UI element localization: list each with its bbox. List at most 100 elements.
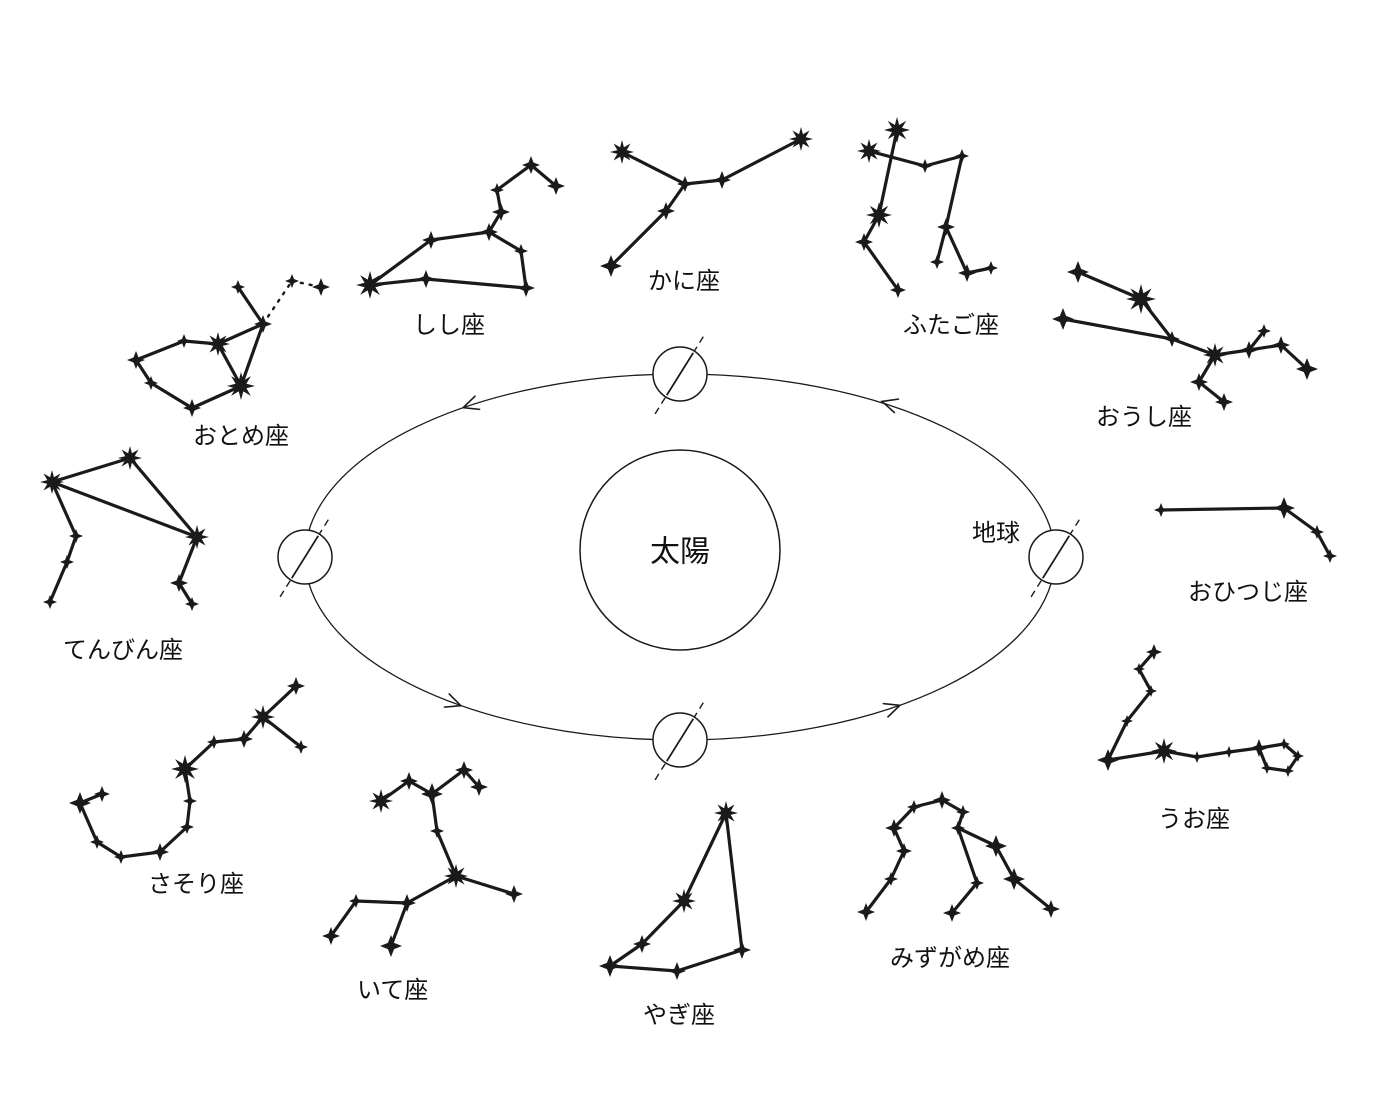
star: [118, 446, 142, 470]
constellation-line: [877, 128, 899, 217]
star: [1250, 739, 1268, 757]
star: [1215, 393, 1233, 411]
constellation-line: [1106, 749, 1166, 762]
star: [1223, 746, 1235, 758]
star: [937, 218, 955, 236]
star: [94, 786, 110, 802]
star: [1133, 663, 1145, 675]
orbit-direction-arrow-1: [461, 395, 481, 411]
constellation-leo: しし座: [356, 156, 565, 339]
constellation-label: やぎ座: [643, 1002, 715, 1029]
star: [1278, 738, 1290, 750]
star: [984, 261, 998, 275]
star: [43, 595, 57, 609]
constellation-line: [867, 149, 927, 168]
orbit-direction-arrow-4: [882, 702, 902, 718]
star: [1003, 868, 1025, 890]
constellation-line: [454, 874, 516, 896]
constellation-virgo: おとめ座: [127, 274, 330, 450]
earth-position-3: [277, 516, 333, 598]
star: [866, 202, 892, 228]
star: [599, 955, 621, 977]
constellation-line: [487, 230, 523, 253]
star: [958, 264, 976, 282]
constellation-line: [1197, 380, 1226, 404]
star: [207, 735, 221, 749]
earth-axis-dashed: [654, 333, 706, 415]
constellation-label: かに座: [648, 268, 720, 295]
star: [1042, 900, 1060, 918]
constellation-line: [950, 881, 979, 915]
star: [180, 820, 194, 834]
constellation-line: [50, 480, 199, 539]
star: [547, 177, 565, 195]
constellation-line: [675, 948, 744, 973]
star: [1191, 751, 1203, 763]
orbit-direction-arrow-3: [443, 693, 463, 708]
constellation-label: おとめ座: [193, 423, 289, 450]
constellation-line: [608, 942, 644, 968]
constellation-line: [956, 826, 998, 848]
constellation-label: おうし座: [1096, 404, 1192, 431]
earth-axis-dashed: [279, 516, 331, 598]
star: [69, 792, 91, 814]
constellation-line: [236, 285, 265, 326]
star: [918, 159, 932, 173]
earth-position-2: [652, 699, 708, 781]
star: [1296, 358, 1318, 380]
constellation-sagittarius: いて座: [322, 761, 523, 1004]
earth-axis: [665, 718, 695, 762]
star: [231, 280, 245, 294]
star: [600, 255, 622, 277]
constellation-line: [495, 163, 533, 192]
constellation-line: [529, 163, 558, 188]
earth-axis: [1041, 535, 1071, 579]
star: [492, 203, 510, 221]
constellation-line: [1012, 877, 1053, 911]
constellation-line: [430, 768, 466, 796]
star: [421, 783, 443, 805]
star: [251, 705, 275, 729]
constellation-line: [1279, 343, 1309, 371]
star: [733, 941, 751, 959]
star: [714, 801, 738, 825]
constellation-pisces: うお座: [1097, 644, 1304, 833]
star: [1282, 765, 1294, 777]
star: [890, 282, 906, 298]
star: [287, 677, 305, 695]
star: [885, 819, 903, 837]
star: [480, 223, 498, 241]
star: [69, 529, 83, 543]
constellation-cancer: かに座: [600, 127, 813, 295]
constellation-line: [177, 535, 199, 585]
star: [90, 835, 104, 849]
star: [713, 171, 731, 189]
star: [177, 334, 191, 348]
star: [955, 149, 969, 163]
constellation-line: [994, 844, 1016, 881]
constellation-line: [1247, 329, 1266, 352]
star: [430, 824, 444, 838]
star: [1121, 715, 1133, 727]
constellation-taurus: おうし座: [1052, 261, 1318, 431]
star: [610, 140, 634, 164]
earth-label: 地球: [972, 520, 1020, 547]
constellation-line: [424, 277, 528, 290]
star: [1203, 343, 1227, 367]
constellation-line: [664, 182, 687, 213]
star: [522, 156, 540, 174]
star: [677, 176, 693, 192]
constellation-label: みずがめ座: [890, 945, 1010, 972]
constellation-label: さそり座: [148, 871, 244, 898]
constellation-libra: てんびん座: [40, 446, 209, 664]
star: [455, 761, 473, 779]
star: [943, 904, 961, 922]
constellation-line: [944, 154, 964, 229]
star: [285, 274, 299, 288]
earth-axis: [290, 535, 320, 579]
star: [322, 927, 340, 945]
star: [1145, 685, 1157, 697]
star: [1151, 738, 1177, 764]
sun-label: 太陽: [650, 536, 710, 569]
star: [789, 127, 813, 151]
